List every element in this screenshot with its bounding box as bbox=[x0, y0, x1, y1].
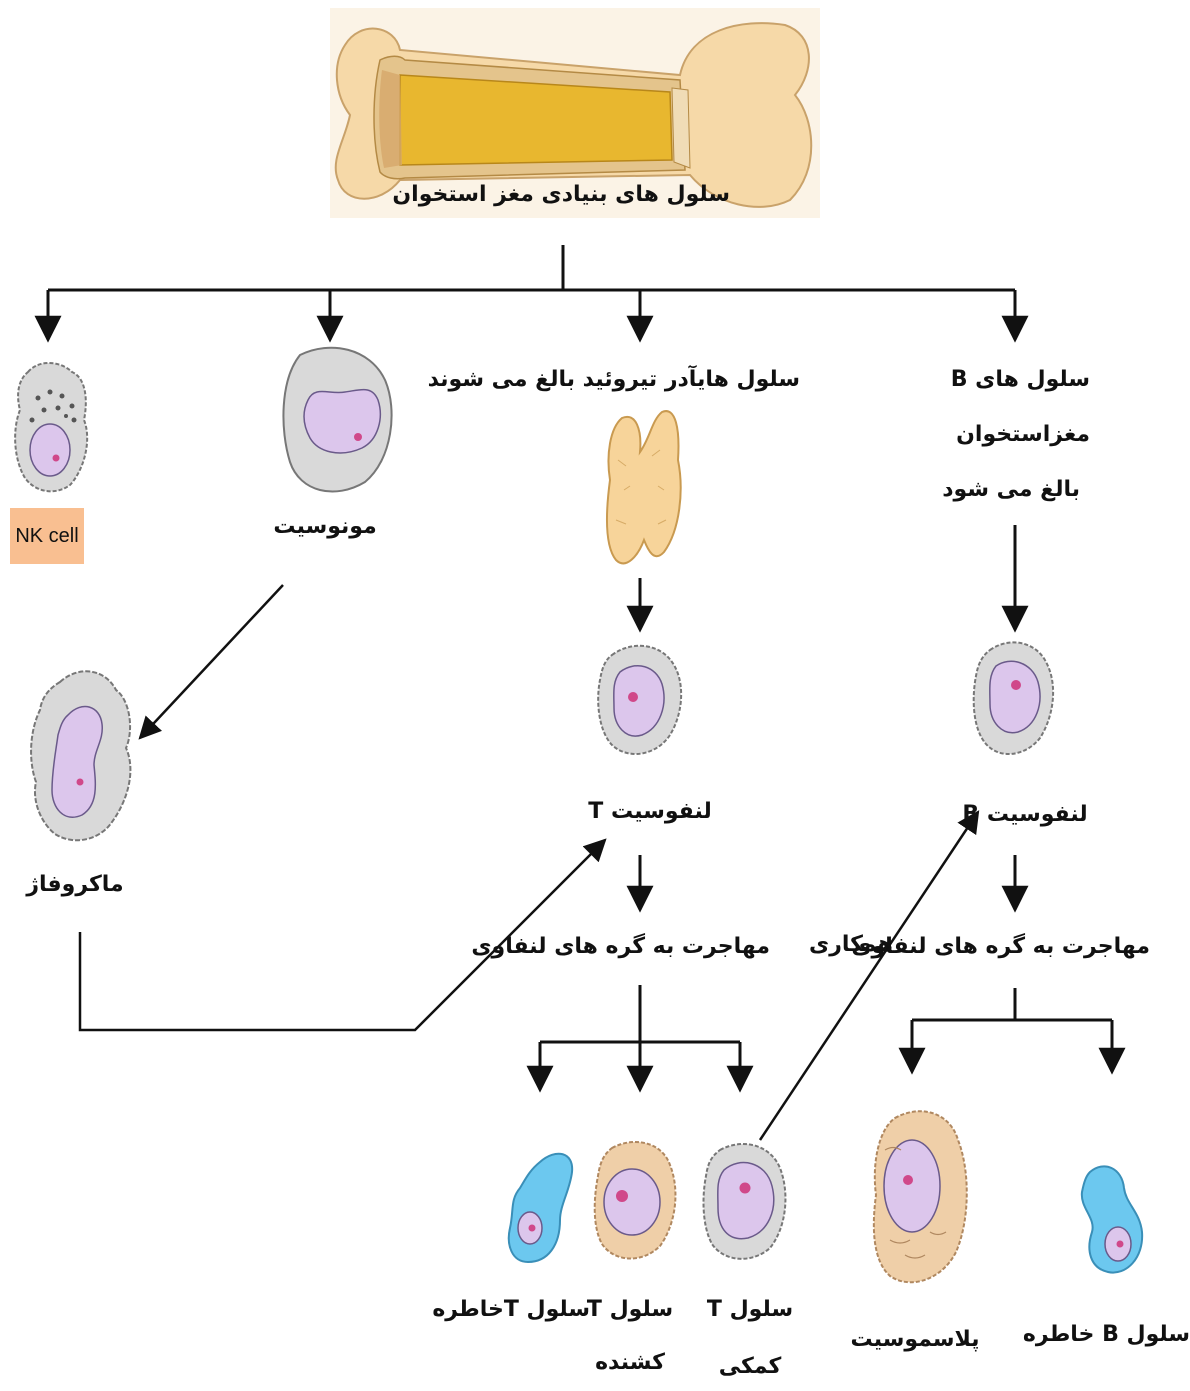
b-maturation-label-line1: سلول های B bbox=[940, 365, 1090, 395]
macrophage-illustration bbox=[31, 671, 130, 840]
t-lymphocyte-illustration bbox=[598, 646, 681, 754]
killer-t-label-line1: سلول T bbox=[580, 1295, 680, 1325]
nk-cell-badge: NK cell bbox=[10, 508, 84, 564]
thyroid-illustration bbox=[607, 411, 681, 563]
t-maturation-label: سلول هایآدر تیروئید بالغ می شوند bbox=[490, 365, 800, 395]
killer-t-cell-illustration bbox=[595, 1142, 676, 1259]
plasmocyte-label: پلاسموسیت bbox=[850, 1325, 980, 1355]
bone-marrow-stem-cells-label: سلول های بنیادی مغز استخوان bbox=[430, 180, 730, 210]
monocyte-illustration bbox=[283, 348, 391, 492]
b-maturation-label-line2: مغزاستخوان bbox=[960, 420, 1090, 450]
macrophage-label: ماکروفاژ bbox=[20, 870, 130, 900]
b-lymphocyte-illustration bbox=[974, 642, 1053, 754]
plasmocyte-illustration bbox=[874, 1111, 967, 1282]
b-maturation-label-line3: بالغ می شود bbox=[950, 475, 1080, 505]
monocyte-label: مونوسیت bbox=[260, 512, 390, 542]
t-migration-label: مهاجرت به گره های لنفاوی bbox=[520, 932, 770, 962]
b-migration-label: مهاجرت به گره های لنفاوی bbox=[900, 932, 1150, 962]
b-lymphocyte-label: لنفوسیت B bbox=[960, 800, 1090, 830]
helper-t-label-line1: سلول T bbox=[700, 1295, 800, 1325]
memory-t-label: سلول Tخاطره bbox=[440, 1295, 590, 1325]
memory-b-cell-illustration bbox=[1082, 1166, 1142, 1272]
helper-t-cell-illustration bbox=[704, 1144, 786, 1259]
nk-cell-illustration bbox=[15, 363, 87, 491]
cooperation-label: همکاری bbox=[806, 930, 896, 960]
helper-t-label-line2: کمکی bbox=[700, 1352, 800, 1382]
memory-b-label: سلول B خاطره bbox=[1050, 1320, 1190, 1350]
t-lymphocyte-label: لنفوسیت T bbox=[580, 797, 720, 827]
memory-t-cell-illustration bbox=[509, 1154, 572, 1262]
killer-t-label-line2: کشنده bbox=[580, 1348, 680, 1378]
